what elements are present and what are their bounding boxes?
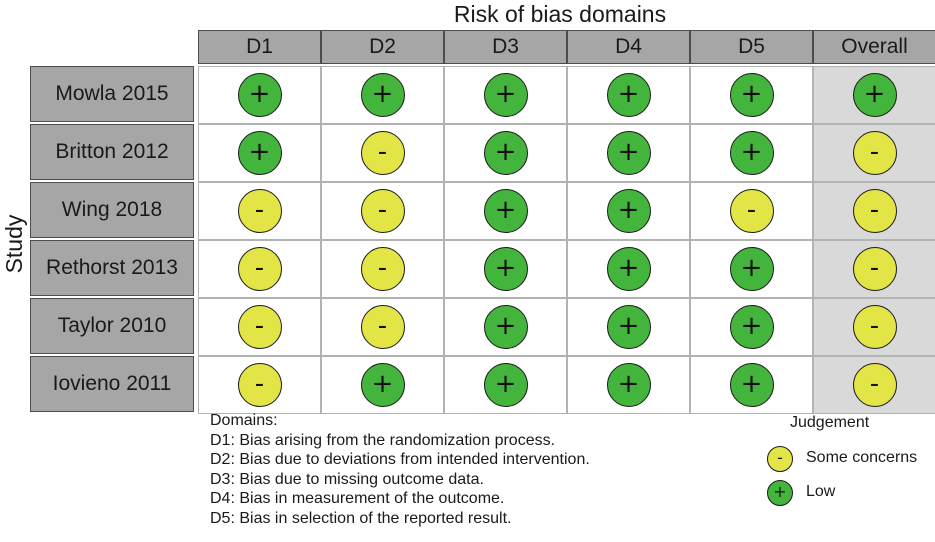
some-concerns-marker: - [729,189,774,233]
row-header-taylor-2010: Taylor 2010 [30,298,194,354]
low-risk-marker: + [360,363,405,407]
y-axis-label: Study [1,214,27,274]
some-concerns-marker: - [237,247,282,291]
legend-some-marker: - [767,446,793,472]
row-header-mowla-2015: Mowla 2015 [30,66,194,122]
low-risk-marker: + [483,131,528,175]
domain-d3-description: D3: Bias due to missing outcome data. [210,470,484,488]
some-concerns-marker: - [852,131,897,175]
legend-low-label: Low [806,483,836,500]
low-risk-marker: + [606,305,651,349]
low-risk-marker: + [483,73,528,117]
row-header-rethorst-2013: Rethorst 2013 [30,240,194,296]
some-concerns-marker: - [237,305,282,349]
some-concerns-marker: - [852,363,897,407]
low-risk-marker: + [606,131,651,175]
some-concerns-marker: - [237,363,282,407]
domains-legend-title: Domains: [210,412,278,429]
legend-low-marker: + [767,480,793,506]
chart-title: Risk of bias domains [453,1,667,27]
some-concerns-marker: - [360,247,405,291]
low-risk-marker: + [606,73,651,117]
low-risk-marker: + [360,73,405,117]
some-concerns-marker: - [852,247,897,291]
low-risk-marker: + [729,305,774,349]
low-risk-marker: + [729,73,774,117]
some-concerns-marker: - [852,305,897,349]
low-risk-marker: + [483,305,528,349]
low-risk-marker: + [852,73,897,117]
domain-d4-description: D4: Bias in measurement of the outcome. [210,490,505,507]
row-header-wing-2018: Wing 2018 [30,182,194,238]
some-concerns-marker: - [852,189,897,233]
domain-d5-description: D5: Bias in selection of the reported re… [210,509,512,527]
row-header-iovieno-2011: Iovieno 2011 [30,356,194,412]
row-header-britton-2012: Britton 2012 [30,124,194,180]
some-concerns-marker: - [360,189,405,233]
column-header-d1: D1 [198,30,321,64]
column-header-d3: D3 [444,30,567,64]
legend-some-label: Some concerns [806,449,918,466]
low-risk-marker: + [483,363,528,407]
low-risk-marker: + [483,189,528,233]
low-risk-marker: + [729,363,774,407]
some-concerns-marker: - [360,131,405,175]
column-header-d5: D5 [690,30,813,64]
domain-d1-description: D1: Bias arising from the randomization … [210,431,556,449]
judgement-legend-title: Judgement [790,414,870,431]
domain-d2-description: D2: Bias due to deviations from intended… [210,451,590,468]
low-risk-marker: + [483,247,528,291]
some-concerns-marker: - [360,305,405,349]
low-risk-marker: + [606,189,651,233]
low-risk-marker: + [729,131,774,175]
low-risk-marker: + [606,247,651,291]
column-header-overall: Overall [813,30,935,64]
low-risk-marker: + [729,247,774,291]
column-header-d2: D2 [321,30,444,64]
domains-legend: Domains: D1: Bias arising from the rando… [210,411,590,528]
low-risk-marker: + [237,73,282,117]
low-risk-marker: + [237,131,282,175]
some-concerns-marker: - [237,189,282,233]
column-header-d4: D4 [567,30,690,64]
low-risk-marker: + [606,363,651,407]
